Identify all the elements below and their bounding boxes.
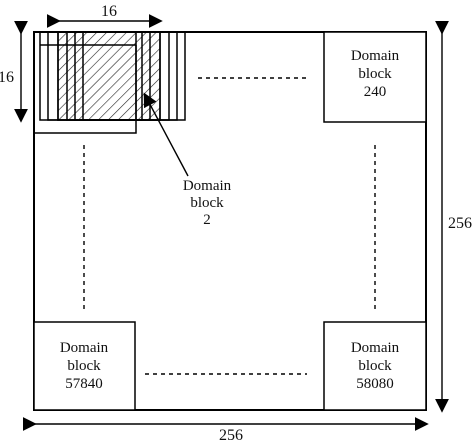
left-height-label: 16 xyxy=(0,69,14,86)
domain-block-58080 xyxy=(323,321,427,411)
domain-block-57840 xyxy=(33,321,136,411)
block-57840-line-1: Domain xyxy=(60,340,109,356)
domain-block-240 xyxy=(323,31,427,123)
block-240-line-1: Domain xyxy=(351,48,400,64)
block-240-line-3: 240 xyxy=(364,84,387,100)
top-left-overlapping-blocks xyxy=(33,31,186,134)
bottom-width-label: 256 xyxy=(219,427,243,442)
right-height-label: 256 xyxy=(448,215,472,232)
callout-line-1: Domain xyxy=(183,178,232,194)
top-width-label: 16 xyxy=(101,3,117,20)
domain-block-7-outline xyxy=(82,31,186,121)
block-57840-line-2: block xyxy=(67,358,101,374)
block-58080-line-3: 58080 xyxy=(356,376,394,392)
callout-arrow xyxy=(143,92,189,177)
callout-line-3: 2 xyxy=(203,212,211,228)
block-58080-line-1: Domain xyxy=(351,340,400,356)
callout-line-2: block xyxy=(190,195,224,211)
image-boundary xyxy=(33,31,427,411)
block-58080-line-2: block xyxy=(358,358,392,374)
block-240-line-2: block xyxy=(358,66,392,82)
block-57840-line-3: 57840 xyxy=(65,376,103,392)
